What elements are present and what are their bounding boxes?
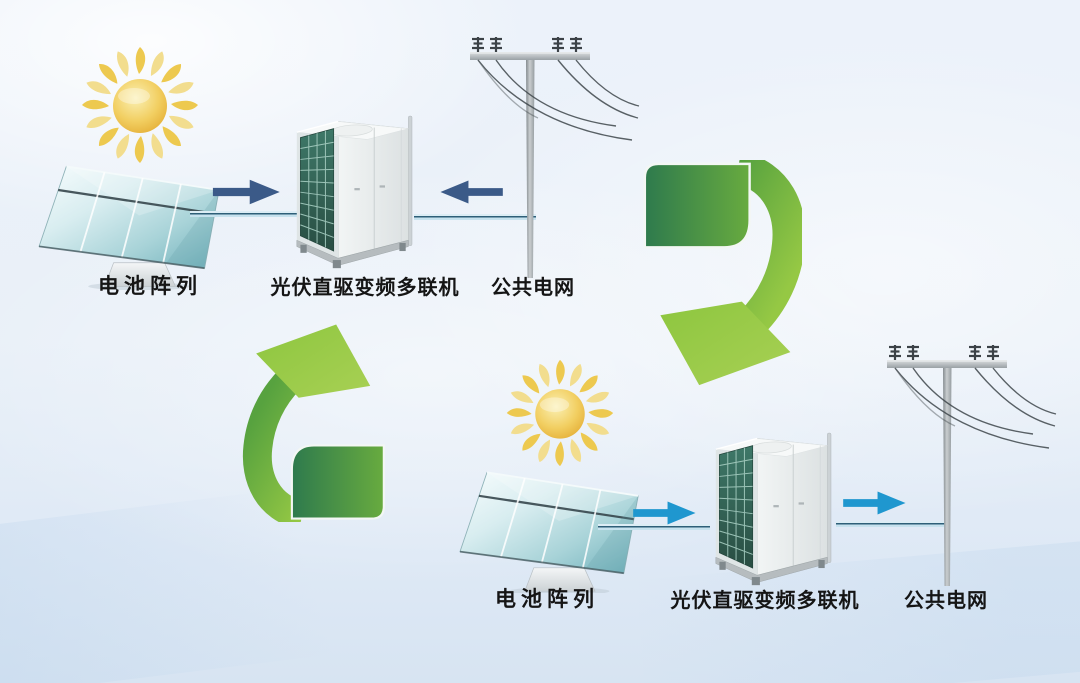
panel-label: 电池阵列	[98, 275, 202, 298]
solar-to-unit-arrow	[633, 501, 696, 525]
panel-label: 电池阵列	[495, 588, 599, 611]
utility-pole-icon	[468, 35, 640, 280]
cycle-arrow-up-icon	[242, 324, 385, 522]
grid-label: 公共电网	[904, 590, 988, 612]
sun-icon	[506, 359, 614, 467]
grid-label: 公共电网	[491, 277, 575, 299]
vrf-unit-illustration	[296, 115, 413, 269]
unit-label: 光伏直驱变频多联机	[670, 590, 860, 612]
cycle-arrow-down-icon	[643, 160, 802, 386]
vrf-unit-illustration	[715, 432, 832, 586]
unit-label: 光伏直驱变频多联机	[270, 277, 460, 299]
solar-array-illustration	[37, 165, 221, 290]
power-line	[190, 211, 302, 217]
sky-streak	[0, 468, 469, 683]
utility-pole-icon	[885, 343, 1057, 588]
power-line	[598, 524, 710, 530]
sun-icon	[82, 47, 198, 163]
power-line	[414, 214, 536, 220]
solar-to-unit-arrow	[212, 179, 280, 205]
power-line	[836, 521, 946, 527]
